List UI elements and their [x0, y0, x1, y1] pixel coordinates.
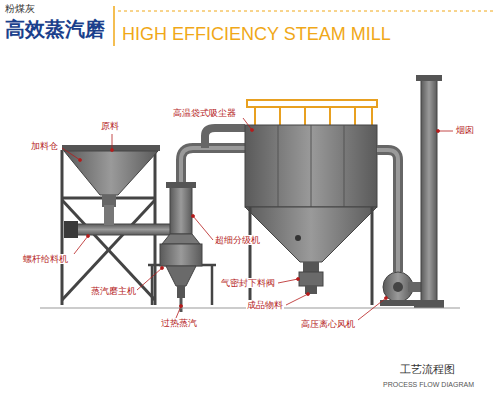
callout-label: 过热蒸汽 [160, 318, 198, 328]
caption-title: 工艺流程图 [400, 364, 455, 377]
callout-label: 烟囱 [455, 125, 475, 135]
callout-label: 高压离心风机 [300, 319, 356, 329]
caption-subtitle: PROCESS FLOW DIAGRAM [383, 381, 474, 389]
callout-label: 螺杆给料机 [22, 254, 69, 264]
callout-label: 超细分级机 [214, 235, 261, 245]
callout-label: 成品物料 [246, 300, 284, 310]
callout-label: 蒸汽磨主机 [90, 286, 137, 296]
callout-label: 加料仓 [30, 141, 59, 151]
callout-label: 高温袋式吸尘器 [172, 108, 237, 118]
callout-label: 原料 [100, 121, 120, 131]
diagram-title: 高效蒸汽磨 [5, 18, 105, 41]
subtitle: 粉煤灰 [5, 3, 35, 15]
english-title: HIGH EFFICIENCY STEAM MILL [122, 24, 391, 45]
callout-label: 气密封下料阀 [220, 278, 276, 288]
